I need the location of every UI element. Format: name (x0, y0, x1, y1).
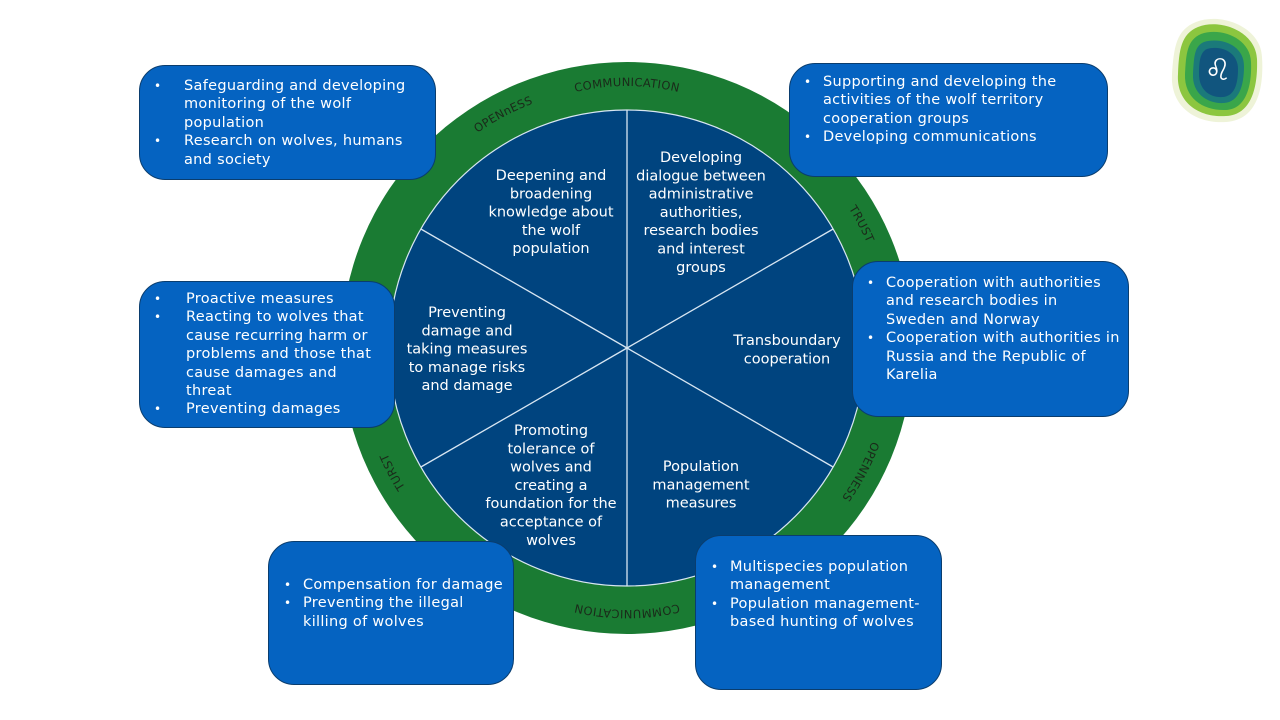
segment-label-line: wolves (526, 533, 576, 549)
segment-label-line: taking measures (407, 342, 528, 358)
bullet-item: Supporting and developing the activities… (804, 73, 1097, 128)
ring-label-bottom: COMMUNICATION (573, 601, 681, 621)
segment-label-line: and interest (657, 242, 745, 258)
divider-line (626, 347, 834, 468)
ring-label-top: COMMUNICATION (573, 75, 681, 95)
segment-label-top-right: Developing dialogue between administrative… (636, 150, 766, 276)
segment-label-left: Preventing damage and taking measures to ma… (407, 305, 528, 394)
segment-label-line: cooperation (744, 351, 830, 367)
bullet-item: Safeguarding and developing monitoring o… (154, 77, 425, 132)
info-box-cooperation-groups: Supporting and developing the activities… (789, 63, 1108, 177)
segment-label-bottom-left: Promoting tolerance of wolves and creating … (485, 423, 616, 549)
segment-label-line: research bodies (643, 223, 758, 239)
finnish-government-lion-logo-icon: ♌ (1171, 18, 1263, 123)
segment-label-line: Developing (660, 150, 742, 166)
segment-label-line: Deepening and (496, 168, 607, 184)
info-box-monitoring: Safeguarding and developing monitoring o… (139, 65, 436, 180)
segment-label-line: population (512, 241, 589, 257)
segment-label-line: Transboundary (732, 333, 841, 349)
bullet-item: Preventing the illegal killing of wolves (284, 594, 505, 631)
divider-line (420, 347, 628, 468)
bullet-item: Proactive measures (154, 290, 386, 309)
bullet-item: Research on wolves, humans and society (154, 132, 425, 169)
svg-text:♌: ♌ (1205, 53, 1232, 88)
segment-label-line: acceptance of (500, 515, 603, 531)
ring-label-bottom-text: COMMUNICATION (573, 601, 681, 621)
info-box-tolerance: Compensation for damage Preventing the i… (268, 541, 514, 685)
segment-label-line: measures (666, 496, 737, 512)
segment-label-line: the wolf (522, 223, 581, 239)
bullet-item: Preventing damages (154, 400, 386, 419)
segment-label-line: wolves and (510, 460, 592, 476)
segment-label-line: tolerance of (507, 441, 595, 457)
bullet-item: Population management-based hunting of w… (711, 595, 933, 632)
segment-label-line: authorities, (660, 205, 743, 221)
segment-label-line: Population (663, 459, 739, 475)
segment-label-line: administrative (649, 187, 754, 203)
divider-line (420, 228, 628, 349)
bullet-item: Compensation for damage (284, 576, 505, 595)
segment-label-line: dialogue between (636, 168, 766, 184)
bullet-item: Reacting to wolves that cause recurring … (154, 308, 386, 400)
info-box-population-management: Multispecies population management Popul… (695, 535, 942, 690)
segment-label-line: damage and (421, 323, 512, 339)
divider-line (626, 228, 834, 349)
segment-label-line: Promoting (514, 423, 588, 439)
ring-label-top-text: COMMUNICATION (573, 75, 681, 95)
info-box-damage-prevention: Proactive measures Reacting to wolves th… (139, 281, 395, 428)
bullet-item: Cooperation with authorities in Russia a… (867, 329, 1120, 384)
segment-dividers (420, 110, 834, 586)
segment-label-line: Preventing (428, 305, 506, 321)
segment-label-right: Transboundary cooperation (732, 333, 841, 367)
bullet-item: Multispecies population management (711, 558, 933, 595)
segment-label-line: knowledge about (488, 205, 613, 221)
segment-label-line: and damage (421, 378, 512, 394)
bullet-item: Cooperation with authorities and researc… (867, 274, 1120, 329)
info-box-transboundary: Cooperation with authorities and researc… (852, 261, 1129, 417)
segment-label-bottom-right: Population management measures (652, 459, 749, 512)
segment-label-line: foundation for the (485, 496, 616, 512)
segment-label-line: to manage risks (409, 360, 525, 376)
segment-label-line: creating a (514, 478, 587, 494)
segment-label-line: broadening (510, 186, 592, 202)
segment-label-top-left: Deepening and broadening knowledge about th… (488, 168, 613, 257)
segment-label-line: management (652, 477, 749, 493)
segment-label-line: groups (676, 260, 726, 276)
bullet-item: Developing communications (804, 128, 1097, 147)
